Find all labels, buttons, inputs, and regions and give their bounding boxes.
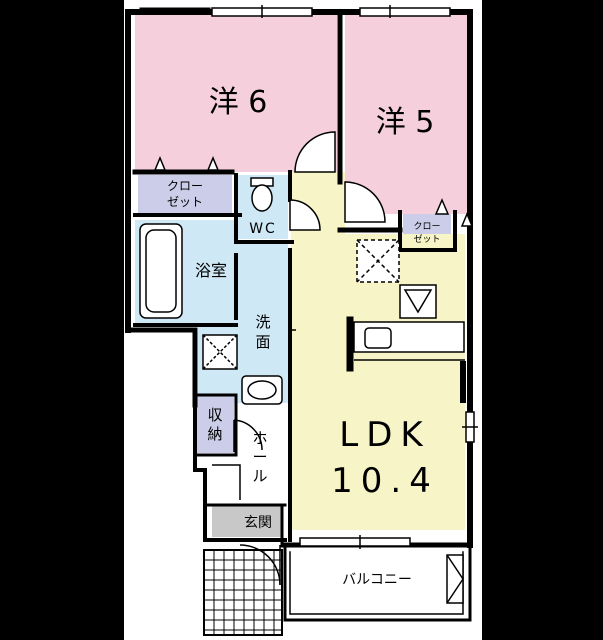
label-bath: 浴室 <box>195 261 227 280</box>
label-ldk-size: 10.4 <box>331 461 439 501</box>
label-washroom-1: 洗 <box>255 313 270 331</box>
walls <box>125 9 473 622</box>
label-wc: WC <box>249 221 277 237</box>
windows <box>139 5 478 549</box>
label-ldk-name: LDK <box>339 415 430 455</box>
label-closet-left-2: ゼット <box>167 195 203 209</box>
closet-left <box>138 175 232 213</box>
doors <box>153 131 474 586</box>
entrance-floor <box>212 505 282 537</box>
label-western-5: 洋 5 <box>376 105 435 140</box>
storage <box>196 395 234 453</box>
room-western-5 <box>345 14 467 214</box>
room-western-6 <box>135 14 337 172</box>
label-western-6: 洋 6 <box>209 85 268 120</box>
label-closet-right-1: クロー <box>413 221 440 232</box>
porch-grid <box>203 549 283 636</box>
label-storage-1: 収 <box>207 406 222 424</box>
label-storage-2: 納 <box>207 425 222 443</box>
label-washroom-2: 面 <box>255 333 270 351</box>
label-hall-3: ル <box>252 467 267 485</box>
label-hall-1: ホ <box>252 429 267 447</box>
balcony-floor <box>285 548 467 618</box>
fixtures <box>139 177 465 604</box>
room-labels: 洋 6 洋 5 クロー ゼット クロー ゼット WC 浴室 洗 面 収 納 ホ … <box>167 85 441 588</box>
label-closet-right-2: ゼット <box>413 233 440 245</box>
label-hall-2: ー <box>252 448 267 466</box>
label-closet-left-1: クロー <box>167 179 203 193</box>
label-balcony: バルコニー <box>342 572 412 588</box>
label-entrance: 玄関 <box>244 514 272 531</box>
